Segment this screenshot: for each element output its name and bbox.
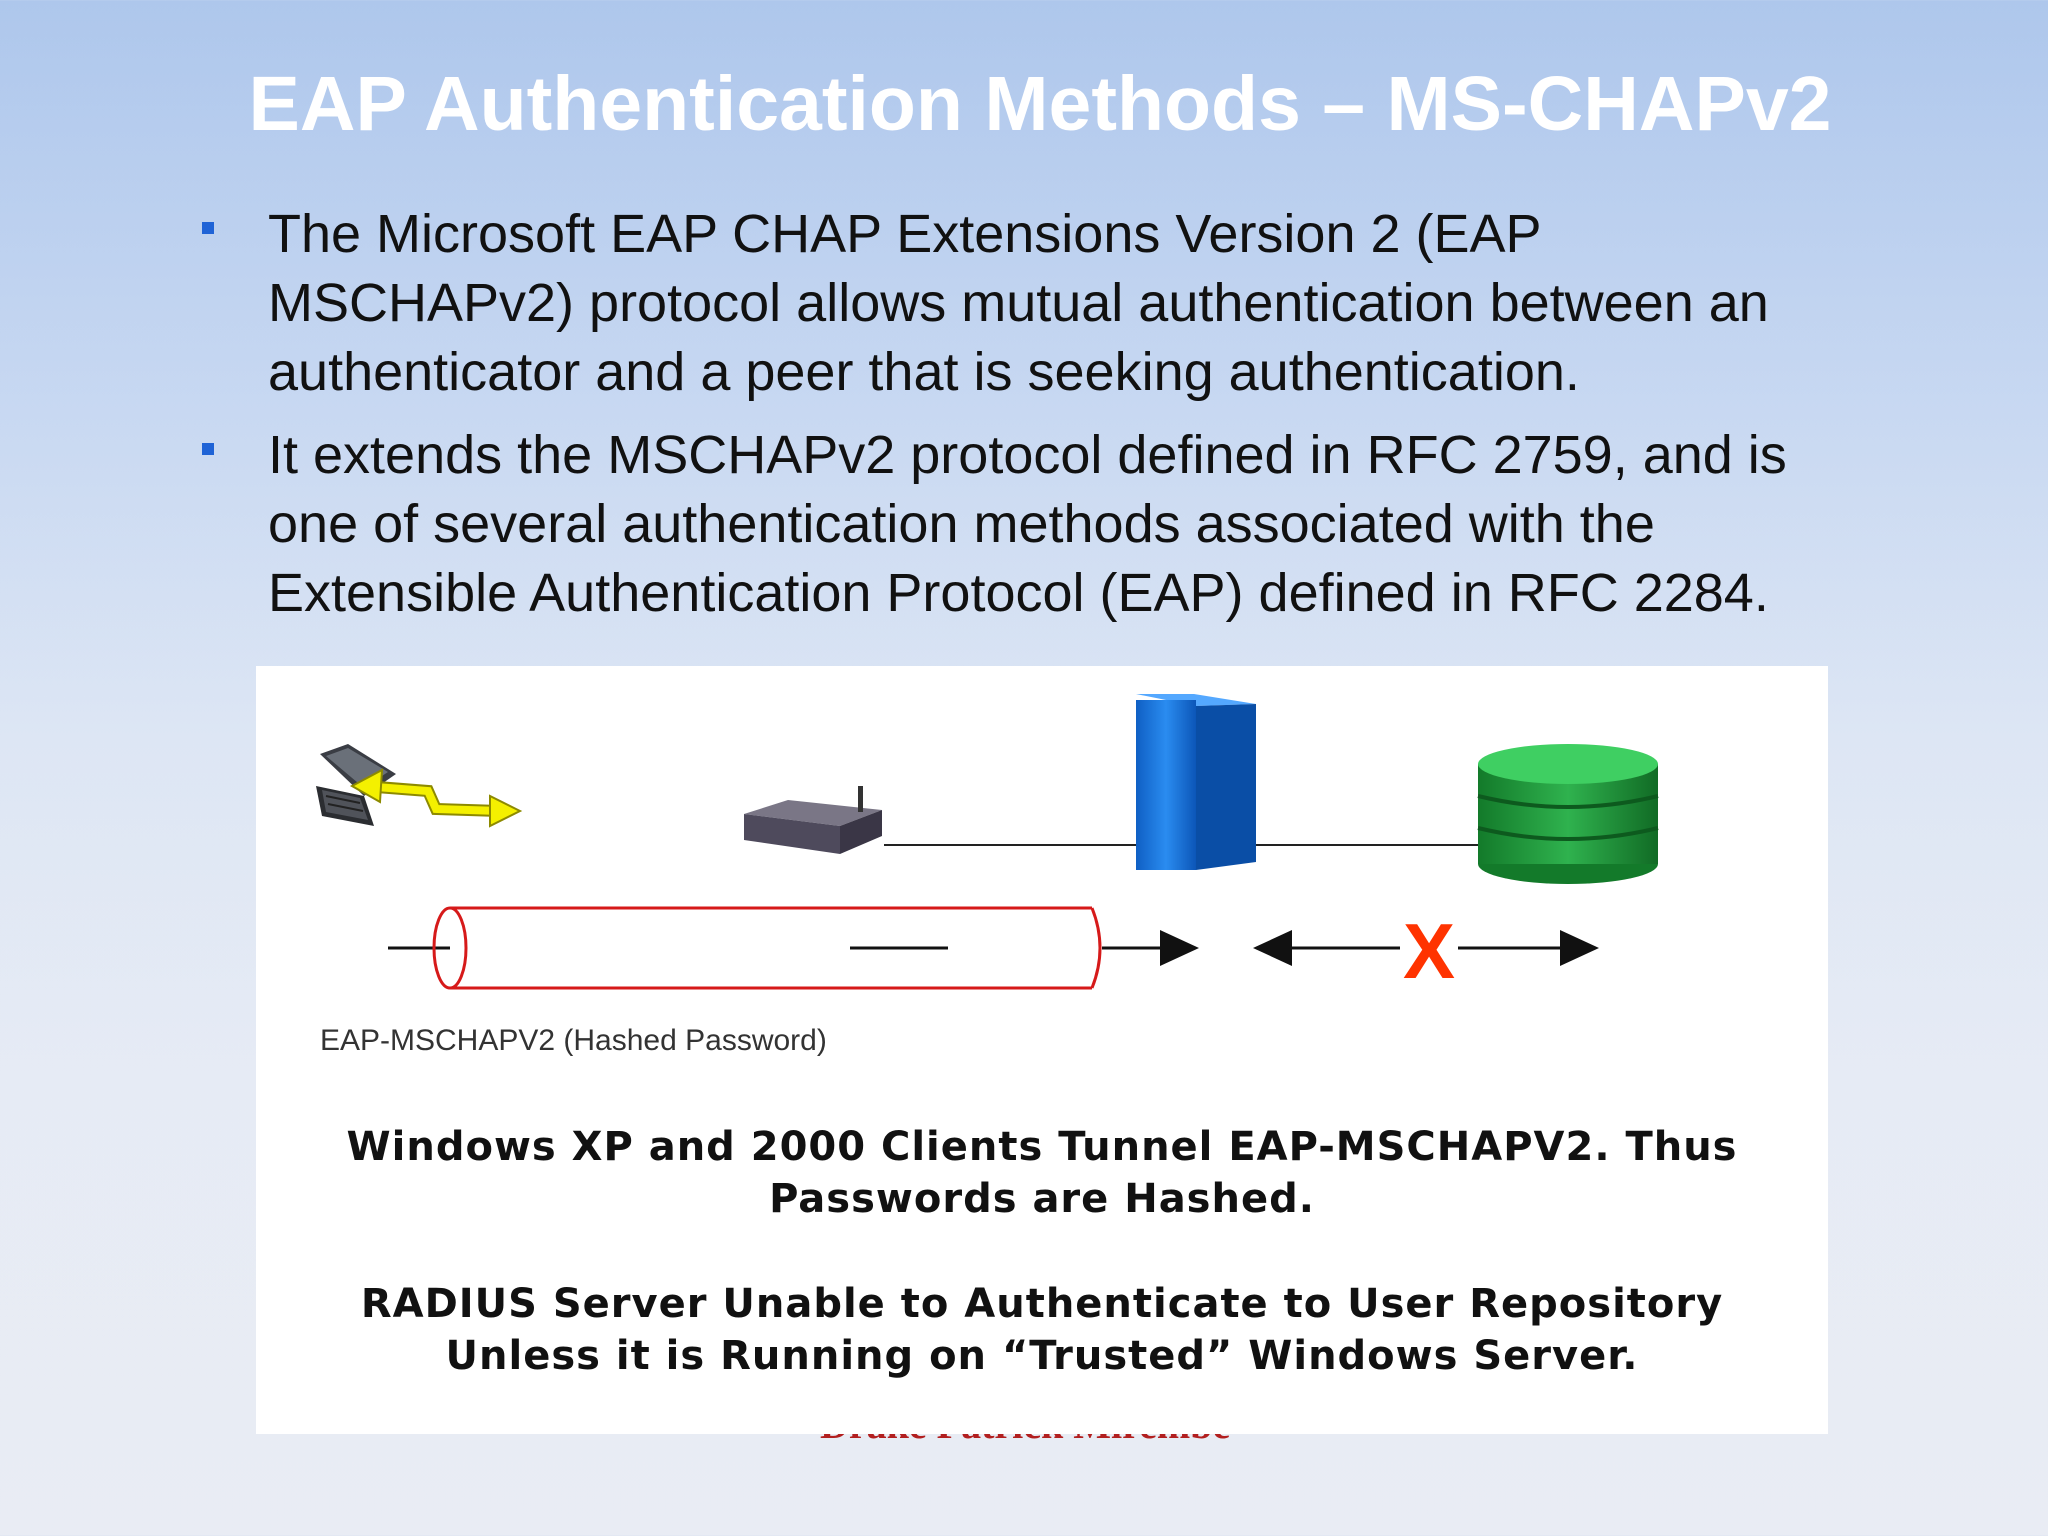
user-database-icon [1477, 744, 1659, 884]
bullet-marker-icon [202, 222, 214, 234]
caption-radius: RADIUS Server Unable to Authenticate to … [296, 1278, 1788, 1382]
bullet-line: authenticator and a peer that is seeking… [268, 342, 1580, 402]
bullet-item: The Microsoft EAP CHAP Extensions Versio… [190, 200, 1890, 407]
eap-tunnel [388, 906, 1199, 990]
wireless-arrow-icon [349, 768, 523, 828]
bullet-line: one of several authentication methods as… [268, 494, 1655, 554]
blocked-x-icon: X [1403, 907, 1455, 995]
slide-title: EAP Authentication Methods – MS-CHAPv2 [248, 61, 1832, 147]
bullet-line: It extends the MSCHAPv2 protocol defined… [268, 425, 1787, 485]
bullet-line: Extensible Authentication Protocol (EAP)… [268, 563, 1769, 623]
bullet-list: The Microsoft EAP CHAP Extensions Versio… [190, 200, 1890, 642]
caption-line: RADIUS Server Unable to Authenticate to … [360, 1281, 1724, 1327]
caption-line: Windows XP and 2000 Clients Tunnel EAP-M… [346, 1124, 1738, 1170]
eap-diagram: X EAP-MSCHAPV2 (Hashed Password) Windows… [256, 666, 1828, 1434]
tunnel-label: EAP-MSCHAPV2 (Hashed Password) [320, 1024, 827, 1057]
bullet-marker-icon [202, 443, 214, 455]
caption-clients: Windows XP and 2000 Clients Tunnel EAP-M… [296, 1121, 1788, 1225]
bullet-line: MSCHAPv2) protocol allows mutual authent… [268, 273, 1769, 333]
caption-line: Passwords are Hashed. [769, 1176, 1315, 1222]
diagram-graphics: X [316, 694, 1659, 995]
bullet-item: It extends the MSCHAPv2 protocol defined… [190, 421, 1890, 628]
radius-server-icon [1136, 694, 1256, 870]
access-point-icon [744, 786, 882, 854]
caption-line: Unless it is Running on “Trusted” Window… [445, 1333, 1639, 1379]
blocked-link: X [1253, 907, 1599, 995]
bullet-line: The Microsoft EAP CHAP Extensions Versio… [268, 204, 1542, 264]
